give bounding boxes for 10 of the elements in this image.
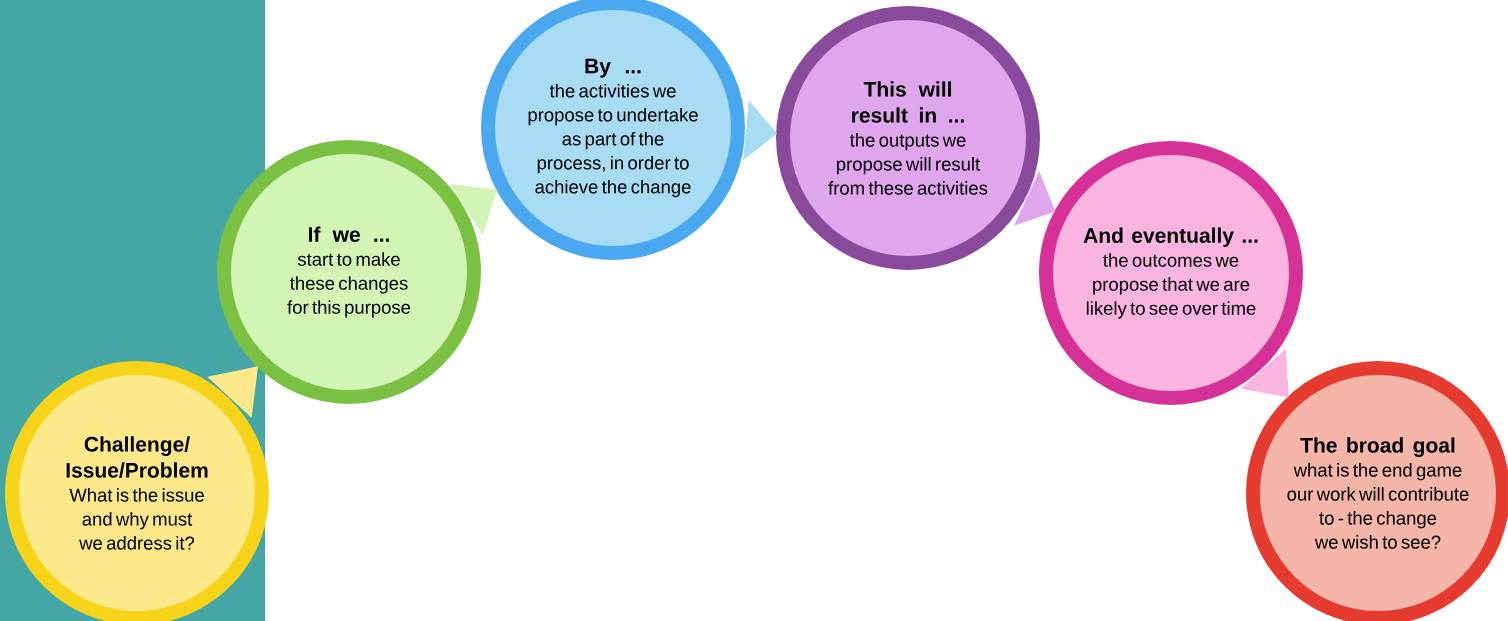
circle-node: If we ... start to make these changes for this purpose (217, 140, 481, 404)
circle-node: Challenge/ Issue/Problem What is the issue and why must we address it? (5, 361, 269, 621)
pointer-tail (743, 101, 777, 160)
circle-node: The broad goal what is the end game our work will contribute to - the change we wish to see? (1246, 361, 1508, 621)
circle-node: And eventually ... the outcomes we propose that we are likely to see over time (1039, 141, 1303, 405)
pointer-tail (450, 184, 498, 234)
pointer-tail (1241, 349, 1289, 398)
pointer-tail (1014, 171, 1056, 226)
circle-node: This will result in ... the outputs we propose will result from these activities (776, 6, 1040, 270)
pointer-tail (207, 366, 258, 418)
